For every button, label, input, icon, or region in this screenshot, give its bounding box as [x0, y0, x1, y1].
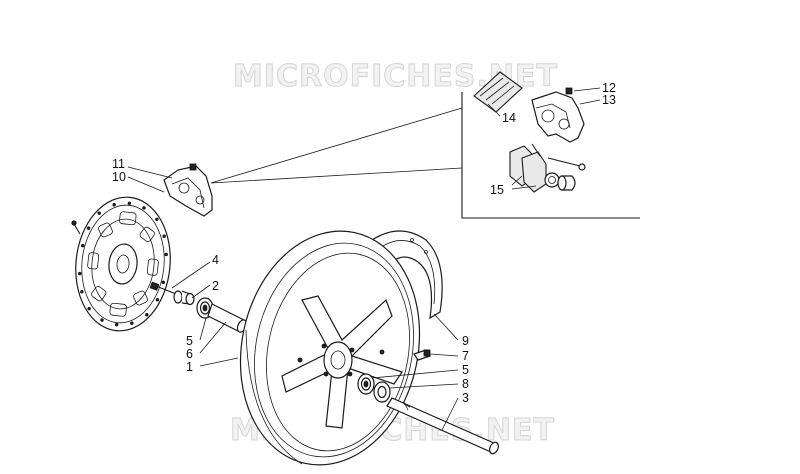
leader-6 [199, 321, 227, 354]
callout-10: 10 [112, 170, 126, 184]
leader-11 [127, 166, 173, 179]
leader-1 [199, 357, 239, 367]
leader-12 [573, 87, 601, 92]
leader-10 [127, 176, 165, 193]
caliper-part-11 [163, 163, 213, 217]
callout-6: 6 [186, 347, 193, 361]
valve-part-7 [413, 349, 431, 361]
callout-15: 15 [490, 183, 504, 197]
callout-12: 12 [602, 81, 616, 95]
leader-5b [371, 369, 459, 379]
brake-pads-part-15 [509, 143, 586, 193]
pad-sheet-part-14 [473, 71, 523, 113]
callout-14: 14 [502, 111, 516, 125]
caliper-part-13 [531, 87, 585, 143]
leader-15b [511, 185, 537, 190]
callout-1: 1 [186, 360, 193, 374]
callout-7: 7 [462, 349, 469, 363]
wheel-rim-part-1 [239, 230, 421, 466]
leader-15a [511, 175, 523, 186]
detail-frame [461, 92, 640, 219]
leader-7 [429, 353, 459, 357]
bearing-part-8 [373, 381, 391, 403]
spacer-tube-part-6 [207, 303, 248, 333]
brake-disc-part-10 [71, 196, 171, 332]
callout-3: 3 [462, 391, 469, 405]
callout-9: 9 [462, 334, 469, 348]
callout-5-left: 5 [186, 334, 193, 348]
leader-8 [389, 383, 459, 389]
leader-9 [433, 313, 459, 341]
spacer-part-2 [173, 290, 195, 306]
leader-5a [199, 317, 207, 341]
disc-bolt-part-4 [149, 281, 177, 295]
leader-13 [579, 99, 601, 105]
leader-3 [441, 397, 459, 431]
wheel-spindle-part-3 [386, 397, 500, 455]
callout-2: 2 [212, 279, 219, 293]
leader-14 [487, 103, 501, 117]
callout-11: 11 [112, 157, 125, 171]
callout-13: 13 [602, 93, 616, 107]
leader-4 [171, 261, 211, 289]
bearing-part-5-right [357, 373, 375, 395]
leader-2 [191, 284, 211, 299]
detail-leader-top [210, 107, 463, 184]
callout-5-right: 5 [462, 363, 469, 377]
callout-8: 8 [462, 377, 469, 391]
callout-4: 4 [212, 253, 219, 267]
detail-leader-bottom [210, 167, 463, 184]
